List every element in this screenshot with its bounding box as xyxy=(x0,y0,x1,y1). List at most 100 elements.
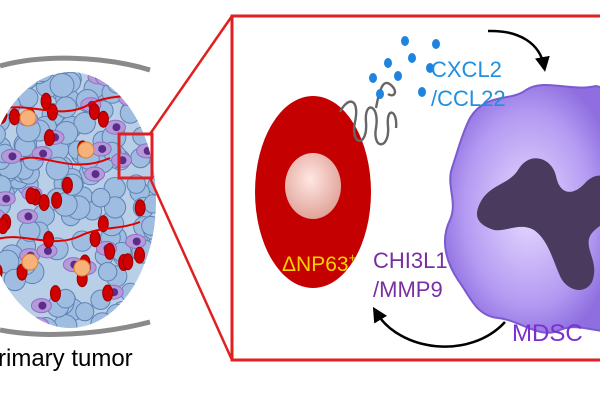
mdsc-nucleus-icon xyxy=(132,237,141,246)
mdsc-nucleus-icon xyxy=(123,317,132,326)
tumor-cell-icon xyxy=(97,215,109,233)
immune-cell-icon xyxy=(0,291,11,314)
blood-vessel-icon xyxy=(19,156,111,166)
zoom-line-top xyxy=(148,15,234,135)
primary-tumor xyxy=(0,55,156,337)
tumor-cell-icon xyxy=(25,187,37,205)
immune-cell-icon xyxy=(17,87,39,109)
tumor-cell-mass xyxy=(0,72,156,328)
tumor-cell-icon xyxy=(43,129,55,147)
mdsc-nucleus-icon xyxy=(8,152,17,161)
mdsc-cell-icon xyxy=(0,73,3,89)
tumor-cell-icon xyxy=(51,191,63,209)
tumor-cell-icon xyxy=(0,106,8,124)
immune-cell-icon xyxy=(0,306,7,328)
mdsc-nucleus-icon xyxy=(2,194,11,203)
immune-cell-icon xyxy=(119,102,141,124)
tumor-cell xyxy=(255,96,371,288)
immune-cell-icon xyxy=(106,72,129,94)
tumor-cell-icon xyxy=(61,176,73,194)
tumor-cell-icon xyxy=(123,304,135,322)
factor-label-1: CHI3L1 xyxy=(373,248,448,273)
tumor-capsule-top xyxy=(0,55,151,73)
tumor-cell-icon xyxy=(43,231,55,249)
immune-cell-icon xyxy=(106,303,128,326)
tumor-cell-icon xyxy=(0,263,3,281)
tumor-cell-icon xyxy=(148,95,156,113)
macrophage-icon xyxy=(21,253,39,271)
tumor-cell-icon xyxy=(134,199,146,217)
magnified-frame xyxy=(230,14,600,362)
tumor-cell-icon xyxy=(88,103,100,121)
tumor-cell-icon xyxy=(102,284,114,302)
macrophage-icon xyxy=(19,109,37,127)
mdsc-cell-icon xyxy=(139,290,156,306)
tumor-cell-icon xyxy=(122,253,134,271)
arrow-to-mdsc-icon xyxy=(487,29,550,72)
tumor-cell-icon xyxy=(0,97,7,115)
tumor-cell-icon xyxy=(0,217,9,235)
immune-cell-icon xyxy=(75,302,95,322)
immune-cell-icon xyxy=(120,282,141,303)
immune-cell-icon xyxy=(139,270,156,293)
mdsc-label: MDSC xyxy=(512,320,583,347)
immune-cell-icon xyxy=(55,96,77,119)
immune-cell-icon xyxy=(0,296,18,320)
mdsc-nucleus-icon xyxy=(143,146,152,155)
mdsc-nucleus-icon xyxy=(143,72,152,80)
immune-cell-icon xyxy=(0,304,10,326)
immune-cell-icon xyxy=(0,123,6,146)
mdsc-nucleus-icon xyxy=(112,123,121,132)
chemokine-dots-icon xyxy=(369,36,440,99)
mdsc-nucleus-icon xyxy=(98,144,107,153)
mdsc-nucleus-icon xyxy=(103,74,112,83)
mdsc-nucleus-icon xyxy=(24,212,33,221)
mdsc-cell-icon xyxy=(118,90,140,106)
tumor-cell-icon xyxy=(134,246,146,264)
mdsc-nucleus-icon xyxy=(118,156,127,165)
chemokine-label-1: CXCL2 xyxy=(431,57,502,82)
mdsc-cell-icon xyxy=(95,72,117,87)
zoom-box xyxy=(117,132,154,180)
immune-cell-icon xyxy=(33,72,53,83)
tumor-cell-icon xyxy=(49,285,61,303)
factor-label-2: /MMP9 xyxy=(373,277,443,302)
immune-cell-icon xyxy=(147,175,156,196)
mdsc-nucleus-icon xyxy=(39,149,48,158)
immune-cell-icon xyxy=(49,72,75,98)
macrophage-icon xyxy=(77,141,95,159)
tumor-capsule-bottom xyxy=(0,319,151,337)
tumor-cell-icon xyxy=(40,92,52,110)
immune-cell-icon xyxy=(73,111,96,135)
tumor-cell-nucleus xyxy=(285,153,341,219)
macrophage-icon xyxy=(73,259,91,277)
tumor-label: rimary tumor xyxy=(0,345,133,372)
tumor-cell-icon xyxy=(38,194,50,212)
mdsc-cell-icon xyxy=(1,72,23,86)
mdsc-nucleus xyxy=(477,158,600,290)
mdsc-cell xyxy=(443,83,600,334)
mdsc-nucleus-icon xyxy=(38,301,47,310)
tumor-cell-icon xyxy=(97,110,109,128)
mdsc-cell-icon xyxy=(28,317,50,328)
immune-cell-icon xyxy=(90,187,111,208)
chemokine-label-2: /CCL22 xyxy=(431,86,506,111)
immune-cell-icon xyxy=(141,268,156,293)
mdsc-nucleus-icon xyxy=(35,320,44,328)
tumor-cell-icon xyxy=(104,242,116,260)
mdsc-nucleus-icon xyxy=(146,294,155,303)
immune-cell-icon xyxy=(132,126,152,146)
mdsc-nucleus-icon xyxy=(125,94,134,103)
arrow-to-tumor-icon xyxy=(372,306,506,348)
mdsc-nucleus-icon xyxy=(43,246,52,255)
immune-cell-icon xyxy=(131,82,154,105)
mdsc-nucleus-icon xyxy=(9,74,18,83)
immune-cell-icon xyxy=(103,196,127,219)
tumor-cell-icon xyxy=(89,230,101,248)
blood-vessel-icon xyxy=(0,221,141,243)
tumor-cell-icon xyxy=(8,108,20,126)
immune-cell-icon xyxy=(1,302,25,325)
zoom-line-bottom xyxy=(148,177,234,361)
